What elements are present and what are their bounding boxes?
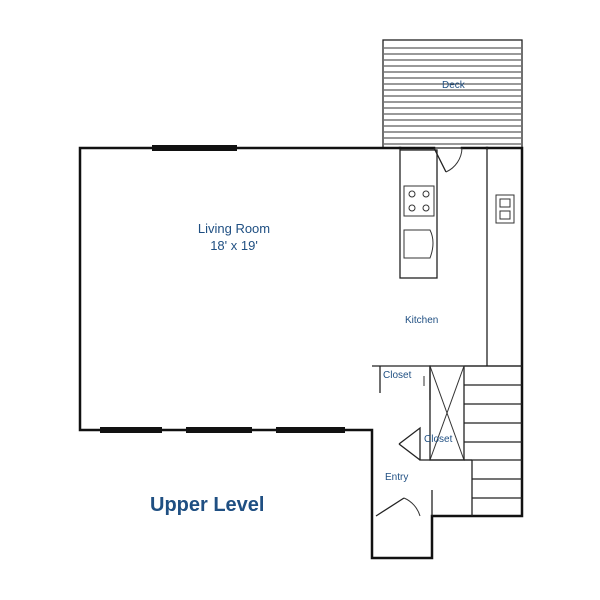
kitchen-label: Kitchen	[405, 315, 439, 326]
page-title: Upper Level	[150, 494, 265, 516]
sink-icon	[403, 229, 434, 259]
deck-label: Deck	[442, 80, 465, 91]
stairwell	[429, 365, 522, 499]
stove-icon	[403, 185, 435, 217]
appliance-icon	[495, 194, 515, 224]
closet-lower	[398, 426, 473, 516]
living-room-name: Living Room	[197, 221, 271, 236]
deck-door	[433, 147, 463, 173]
entry-door	[375, 490, 433, 517]
windows	[100, 145, 345, 433]
closet-lower-label: Closet	[424, 434, 453, 445]
exterior-walls	[78, 146, 524, 560]
entry-label: Entry	[385, 472, 409, 483]
living-room-label: Living Room 18' x 19'	[172, 220, 296, 254]
living-room-size: 18' x 19'	[210, 238, 258, 253]
kitchen-counter-left	[399, 149, 438, 279]
closet-upper-label: Closet	[383, 370, 412, 381]
deck-area	[382, 39, 523, 149]
deck-boards	[384, 47, 521, 145]
kitchen-counter-right	[465, 148, 522, 367]
stair-treads	[464, 365, 522, 499]
